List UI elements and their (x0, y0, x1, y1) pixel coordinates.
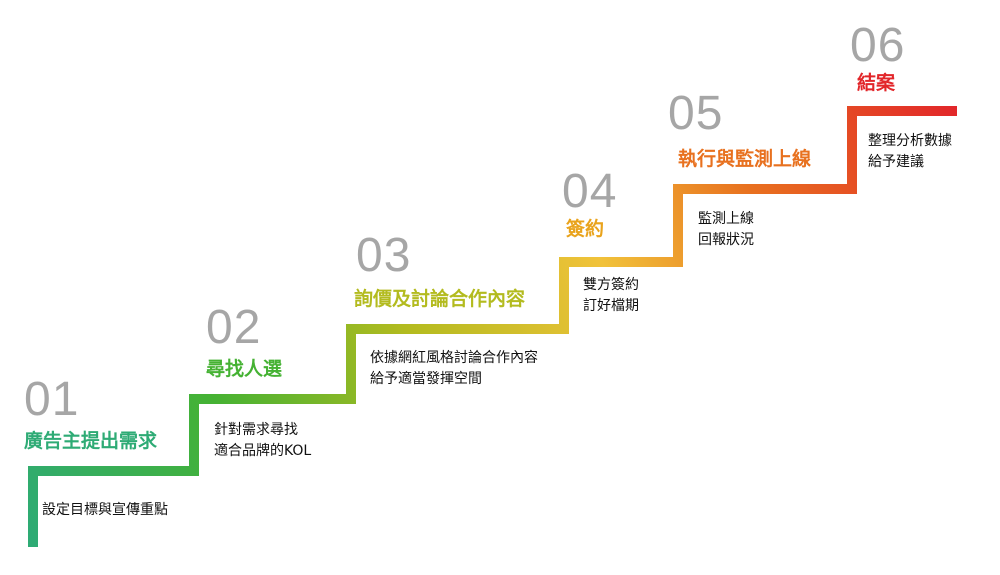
step-6-line-2: 給予建議 (868, 154, 924, 170)
step-4-title: 簽約 (566, 218, 605, 240)
step-6-description: 整理分析數據 給予建議 (868, 131, 952, 173)
step-2-line-1: 針對需求尋找 (214, 422, 298, 438)
step-3-title: 詢價及討論合作內容 (354, 288, 526, 310)
step-4-line-2: 訂好檔期 (583, 298, 639, 314)
step-2-number: 02 (206, 301, 262, 354)
step-3-number: 03 (356, 229, 412, 282)
step-1-title: 廣告主提出需求 (24, 430, 158, 452)
step-1-description: 設定目標與宣傳重點 (42, 500, 168, 521)
step-5-line-2: 回報狀況 (698, 232, 754, 248)
step-2-line-2: 適合品牌的KOL (214, 443, 312, 459)
step-1-number: 01 (24, 373, 80, 426)
step-2-description: 針對需求尋找 適合品牌的KOL (214, 420, 311, 462)
step-2-title: 尋找人選 (206, 358, 283, 380)
step-5-line-1: 監測上線 (698, 211, 754, 227)
step-5-title: 執行與監測上線 (678, 148, 812, 170)
step-3-line-2: 給予適當發揮空間 (370, 371, 482, 387)
step-6-title: 結案 (857, 72, 896, 94)
step-6-number: 06 (850, 19, 906, 72)
step-3-description: 依據網紅風格討論合作內容 給予適當發揮空間 (370, 348, 538, 390)
step-5-description: 監測上線 回報狀況 (698, 209, 754, 251)
step-4-number: 04 (562, 165, 618, 218)
step-5-number: 05 (668, 87, 724, 140)
step-4-line-1: 雙方簽約 (583, 277, 639, 293)
step-6-line-1: 整理分析數據 (868, 133, 952, 149)
step-3-line-1: 依據網紅風格討論合作內容 (370, 350, 538, 366)
step-1-line-1: 設定目標與宣傳重點 (42, 502, 168, 518)
step-4-description: 雙方簽約 訂好檔期 (583, 275, 639, 317)
staircase-line (28, 106, 957, 547)
